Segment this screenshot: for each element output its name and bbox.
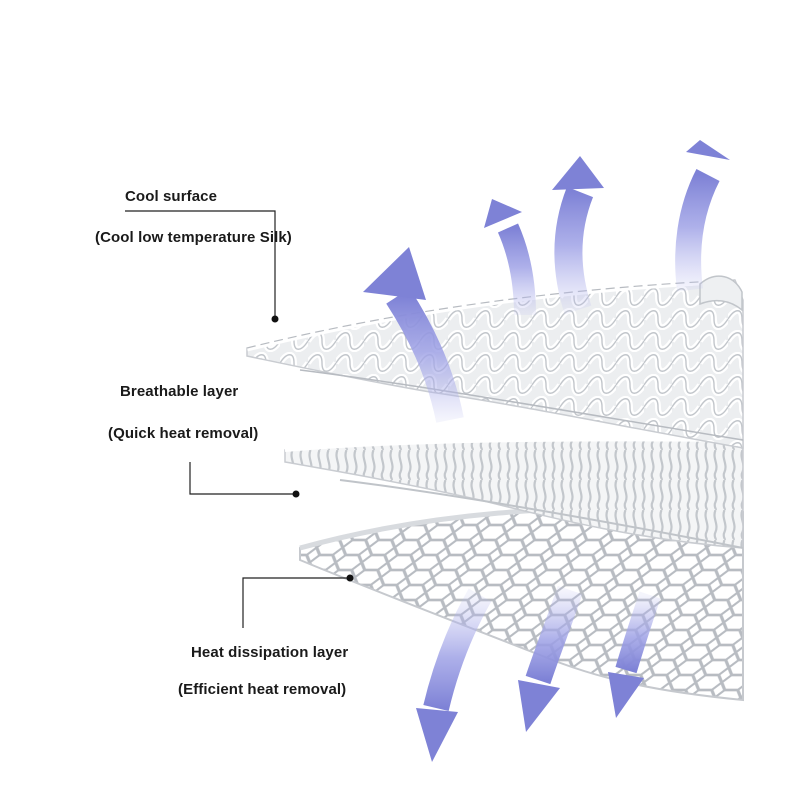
arrow-down-icon bbox=[608, 591, 661, 718]
arrow-up-icon bbox=[484, 199, 536, 316]
leader-line-cool-surface bbox=[125, 210, 279, 323]
arrow-down-icon bbox=[518, 585, 583, 732]
cool-surface-knit-layer bbox=[246, 275, 744, 449]
leader-line-breathable bbox=[189, 462, 300, 498]
airflow-down-arrows bbox=[416, 585, 661, 762]
heat-dissipation-subtitle: (Efficient heat removal) bbox=[178, 681, 347, 698]
arrow-up-icon bbox=[675, 140, 730, 292]
arrow-up-icon bbox=[552, 156, 604, 315]
breathable-spacer-layer bbox=[284, 437, 744, 549]
arrow-up-icon bbox=[363, 247, 464, 423]
cool-surface-title: Cool surface bbox=[125, 188, 218, 205]
arrow-down-icon bbox=[416, 588, 492, 762]
airflow-up-arrows bbox=[363, 140, 730, 423]
breathable-layer-title: Breathable layer bbox=[120, 383, 239, 400]
cool-surface-subtitle: (Cool low temperature Silk) bbox=[95, 229, 292, 246]
heat-dissipation-title: Heat dissipation layer bbox=[191, 644, 349, 661]
breathable-layer-subtitle: (Quick heat removal) bbox=[108, 425, 259, 442]
leader-line-heat-dissipation bbox=[242, 574, 354, 628]
